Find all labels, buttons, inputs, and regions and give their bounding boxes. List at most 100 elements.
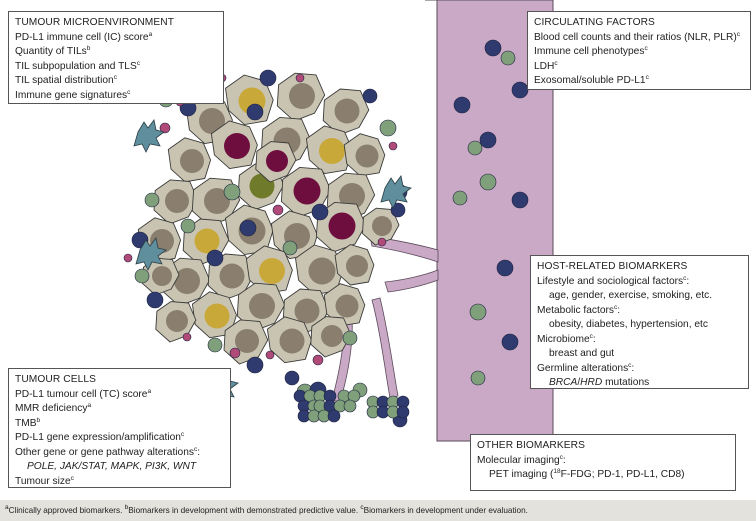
circ-item: Immune cell phenotypesc [534,45,648,57]
tumour-size: Tumour sizec [15,474,74,487]
host-lifestyle-detail: age, gender, exercise, smoking, etc. [549,290,713,301]
cell-nucleus [355,144,379,168]
circ-item: LDHc [534,59,558,72]
immune-cell-dot [207,337,223,353]
host-lifestyle: Lifestyle and sociological factorsc: [537,274,690,287]
immune-cell-dot [206,249,224,267]
immune-cell-dot [496,259,514,277]
tumour-genes: POLE, JAK/STAT, MAPK, PI3K, WNT [27,461,197,472]
cell-nucleus [294,298,320,324]
host-germline: Germline alterationsc: [537,361,635,374]
immune-cell-dot [377,237,387,247]
immune-cell-dot [134,268,150,284]
tumour-item: Other gene or gene pathway alterationsc: [15,445,201,458]
tme-item: TIL spatial distributionc [15,74,117,86]
cell-nucleus [346,255,368,277]
immune-cell-dot [379,119,397,137]
cell-nucleus [321,325,343,347]
tumour-microenvironment-box: TUMOUR MICROENVIRONMENT PD-L1 immune cel… [8,11,224,104]
immune-cell-dot [180,218,196,234]
tumour-heading: TUMOUR CELLS [15,374,97,385]
immune-cell-dot [239,219,257,237]
cell-nucleus [266,150,288,172]
vessel-branch-lower-right [371,297,399,399]
lymph-cluster-cell [396,405,410,419]
other-imaging: Molecular imagingc: [477,453,566,466]
cell-nucleus [199,108,225,134]
host-metabolic: Metabolic factorsc: [537,303,621,316]
cell-nucleus [166,310,188,332]
cell-nucleus [335,294,359,318]
cell-nucleus [279,328,305,354]
tumour-cells-box: TUMOUR CELLS PD-L1 tumour cell (TC) scor… [8,368,231,488]
cell-nucleus [165,189,189,213]
cell-nucleus [372,216,392,236]
vessel-branch-middle [384,269,439,293]
immune-cell-dot [265,350,275,360]
tumour-mass [137,72,400,365]
immune-cell-dot [501,333,519,351]
vessel-branch-upper [369,235,439,263]
immune-cell-dot [469,303,487,321]
immune-cell-dot [362,88,378,104]
immune-cell-dot [246,356,264,374]
immune-cell-dot [312,354,324,366]
cell-nucleus [152,266,172,286]
circ-item: Exosomal/soluble PD-L1c [534,74,649,86]
cell-nucleus [219,263,245,289]
tme-item: Immune gene signaturesc [15,88,131,101]
cell-nucleus [339,183,365,209]
cell-nucleus [334,98,360,124]
immune-cell-dot [246,103,264,121]
immune-cell-dot [388,141,398,151]
other-biomarkers-box: OTHER BIOMARKERS Molecular imagingc: PET… [470,434,736,491]
host-germline-detail: BRCA/HRD mutations [549,377,650,388]
cell-nucleus [293,177,321,205]
immune-cell-dot [259,69,277,87]
other-heading: OTHER BIOMARKERS [477,440,586,451]
immune-cell-dot [229,347,241,359]
tumour-item: MMR deficiencya [15,402,92,414]
other-pet: PET imaging (18F-FDG; PD-1, PD-L1, CD8) [489,468,685,480]
immune-cell-dot [453,96,471,114]
immune-cell-dot [470,370,486,386]
immune-cell-dot [223,183,241,201]
immune-cell-dot [342,330,358,346]
cell-nucleus [180,149,204,173]
cell-nucleus [224,133,250,159]
immune-cell-dot [284,370,300,386]
host-microbiome-detail: breast and gut [549,348,615,359]
cell-nucleus [204,188,230,214]
immune-cell-dot [123,253,133,263]
immune-cell-dot [479,173,497,191]
host-heading: HOST-RELATED BIOMARKERS [537,261,688,272]
cell-nucleus [249,293,275,319]
immune-cell-dot [479,131,497,149]
immune-cell-dot [311,203,329,221]
host-microbiome: Microbiomec: [537,332,596,345]
tme-heading: TUMOUR MICROENVIRONMENT [15,17,175,28]
immune-cell-dot [272,204,284,216]
immune-cell-dot [144,192,160,208]
dendritic-cell [135,237,167,271]
cell-nucleus [174,268,200,294]
host-related-box: HOST-RELATED BIOMARKERS Lifestyle and so… [530,255,749,389]
cell-nucleus [319,138,345,164]
immune-cell-dot [159,122,171,134]
tme-item: Quantity of TILsb [15,45,91,57]
circulating-factors-box: CIRCULATING FACTORS Blood cell counts an… [527,11,751,90]
cell-nucleus [328,212,356,240]
tumour-item: TMBb [15,416,41,429]
tumour-item: PD-L1 tumour cell (TC) scorea [15,387,152,400]
circ-item: Blood cell counts and their ratios (NLR,… [534,30,740,43]
cell-nucleus [194,228,220,254]
immune-cell-dot [390,202,406,218]
immune-cell-dot [484,39,502,57]
cell-nucleus [204,303,230,329]
cell-nucleus [259,258,285,284]
tme-item: PD-L1 immune cell (IC) scorea [15,30,153,43]
immune-cell-dot [452,190,468,206]
cell-nucleus [289,83,315,109]
immune-cell-dot [511,81,529,99]
